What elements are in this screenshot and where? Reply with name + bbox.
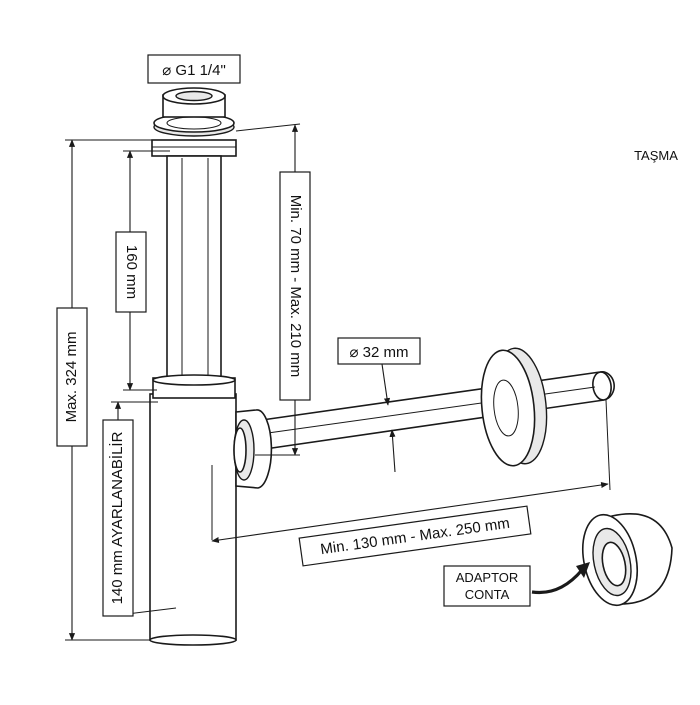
- adaptor-box: [443, 565, 531, 607]
- pipe-diameter-label: ⌀ 32 mm: [349, 344, 408, 361]
- total-height-dimension: Max. 324 mm: [56, 139, 160, 641]
- total-height-label: Max. 324 mm: [63, 332, 80, 423]
- tube-body: [166, 155, 222, 379]
- vertical-tube: [166, 155, 222, 379]
- bottle-body: [149, 374, 237, 646]
- adaptor-gasket: ADAPTOR CONTA: [443, 512, 673, 607]
- wall-rosette: [480, 349, 536, 467]
- adaptor-label-line1: ADAPTOR: [456, 570, 519, 585]
- horizontal-pipe: [261, 371, 615, 450]
- side-coupling: [233, 409, 273, 489]
- bottle-cylinder: [149, 393, 237, 641]
- thread-size-callout: ⌀ G1 1/4": [147, 54, 241, 84]
- pipe-body: [261, 371, 615, 450]
- tube-length-label: 160 mm: [123, 245, 140, 299]
- pipe-diameter-box: [337, 337, 421, 365]
- adjustable-label: 140 mm AYARLANABİLİR: [108, 431, 126, 604]
- thread-size-box: [147, 54, 241, 84]
- adaptor-arrow: [531, 568, 584, 595]
- top-nut: [151, 139, 237, 157]
- top-connector: [151, 87, 237, 157]
- thread-size-label: ⌀ G1 1/4": [162, 62, 226, 79]
- wall-flange: [480, 347, 548, 467]
- tube-length-dimension: 160 mm: [115, 150, 170, 391]
- height-range-label: Min. 70 mm - Max. 210 mm: [287, 195, 304, 378]
- adjustable-dimension: 140 mm AYARLANABİLİR: [102, 401, 177, 617]
- pipe-diameter-callout: ⌀ 32 mm: [337, 337, 421, 473]
- adaptor-label-line2: CONTA: [465, 587, 510, 602]
- height-range-dimension: Min. 70 mm - Max. 210 mm: [235, 123, 311, 456]
- overflow-label: TAŞMA: [634, 148, 678, 163]
